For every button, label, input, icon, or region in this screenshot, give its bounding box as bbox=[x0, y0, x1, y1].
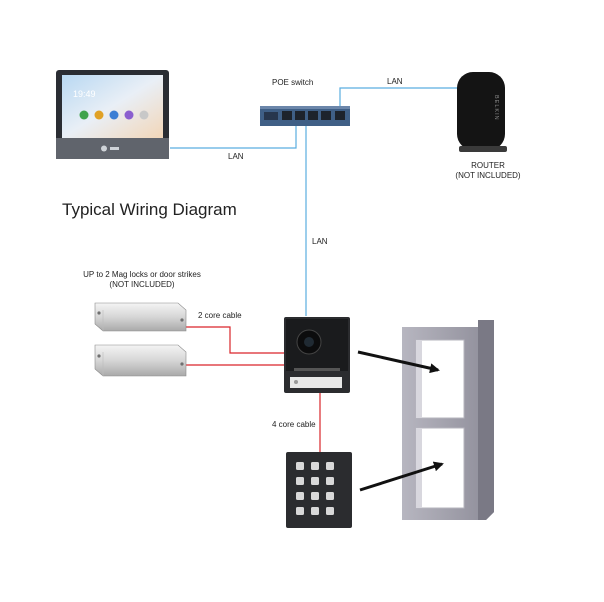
indoor-monitor: 19:49 bbox=[56, 70, 169, 159]
poe-switch-label: POE switch bbox=[272, 78, 314, 87]
locks-not-included: (NOT INCLUDED) bbox=[109, 280, 175, 289]
poe-switch bbox=[260, 106, 350, 126]
router-label: ROUTER bbox=[471, 161, 505, 170]
lan-cable-router bbox=[339, 87, 458, 116]
mag-lock-2 bbox=[94, 344, 187, 377]
two-core-cable-label: 2 core cable bbox=[198, 311, 242, 320]
locks-label: UP to 2 Mag locks or door strikes bbox=[83, 270, 201, 279]
door-station-camera bbox=[284, 317, 350, 393]
mag-lock-1 bbox=[94, 302, 187, 332]
lan-label-router: LAN bbox=[387, 77, 403, 86]
router-not-included: (NOT INCLUDED) bbox=[455, 171, 521, 180]
two-core-cable-top bbox=[186, 326, 288, 354]
arrow-camera-to-frame bbox=[357, 350, 440, 374]
router: BELKIN bbox=[457, 72, 507, 152]
diagram-title: Typical Wiring Diagram bbox=[62, 200, 237, 219]
lan-label-vertical: LAN bbox=[312, 237, 328, 246]
monitor-time: 19:49 bbox=[73, 89, 96, 99]
arrow-keypad-to-frame bbox=[359, 461, 444, 492]
insert-arrows bbox=[357, 350, 444, 492]
lan-cable-monitor bbox=[170, 126, 297, 149]
four-core-cable-label: 4 core cable bbox=[272, 420, 316, 429]
keypad-module bbox=[286, 452, 352, 528]
router-brand: BELKIN bbox=[493, 95, 499, 121]
lan-label-monitor: LAN bbox=[228, 152, 244, 161]
lock-cables bbox=[186, 326, 321, 452]
mounting-frame bbox=[402, 320, 494, 520]
